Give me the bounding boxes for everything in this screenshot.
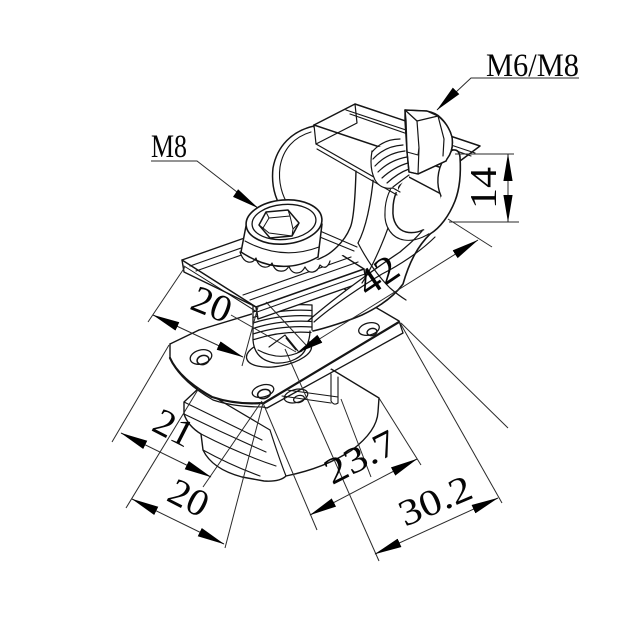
svg-text:14: 14 (463, 167, 505, 209)
svg-text:M6/M8: M6/M8 (486, 48, 579, 84)
svg-text:M8: M8 (151, 129, 187, 165)
